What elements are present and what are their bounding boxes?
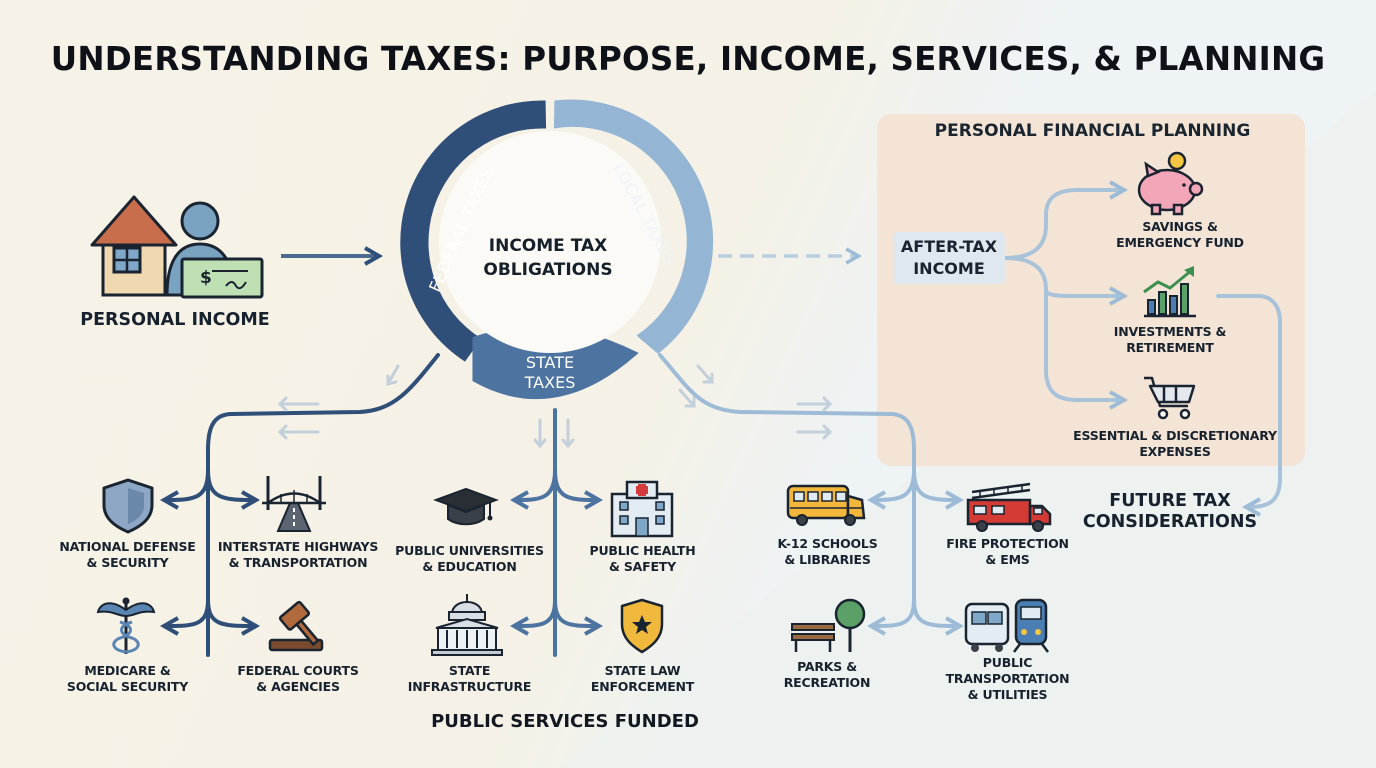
personal-income-label: PERSONAL INCOME — [80, 310, 270, 330]
k12-schools-label: K-12 SCHOOLS& LIBRARIES — [777, 536, 878, 567]
hospital-icon — [610, 480, 674, 538]
national-defense-label: NATIONAL DEFENSE& SECURITY — [59, 539, 196, 570]
planning-panel — [877, 114, 1305, 466]
local-segment — [553, 99, 714, 354]
piggy-bank-icon — [1137, 151, 1204, 216]
federal-courts-label: FEDERAL COURTS& AGENCIES — [237, 663, 359, 694]
investment-chart-icon — [1143, 266, 1196, 318]
capitol-icon — [431, 594, 503, 656]
medicare-label: MEDICARE &SOCIAL SECURITY — [66, 663, 189, 694]
shopping-cart-icon — [1144, 376, 1196, 420]
decorative-chevrons — [277, 364, 833, 449]
graduation-cap-icon — [433, 487, 499, 526]
public-universities-label: PUBLIC UNIVERSITIES& EDUCATION — [395, 543, 544, 574]
state-tree — [509, 408, 604, 657]
federal-segment — [400, 100, 547, 362]
investments-label: INVESTMENTS &RETIREMENT — [1113, 324, 1227, 355]
interstate-highways-label: INTERSTATE HIGHWAYS& TRANSPORTATION — [217, 539, 379, 570]
bridge-highway-icon — [262, 476, 326, 532]
planning-tree — [1003, 180, 1282, 517]
page-title: UNDERSTANDING TAXES: PURPOSE, INCOME, SE… — [50, 40, 1326, 78]
federal-tree — [159, 353, 440, 657]
local-tree — [658, 353, 965, 636]
state-taxes-label: STATE TAXES — [524, 353, 576, 392]
school-bus-icon — [786, 484, 866, 526]
police-badge-icon — [620, 598, 664, 654]
caduceus-icon — [96, 597, 156, 654]
savings-label: SAVINGS &EMERGENCY FUND — [1116, 219, 1244, 250]
gavel-icon — [268, 600, 324, 652]
bus-train-icon — [964, 598, 1049, 653]
after-tax-income-box: AFTER-TAX INCOME — [893, 232, 1005, 284]
ring-center-label: INCOME TAX OBLIGATIONS — [483, 236, 613, 280]
tax-ring — [400, 99, 714, 400]
fire-truck-icon — [966, 482, 1052, 532]
svg-text:$: $ — [200, 268, 212, 288]
shield-icon — [102, 478, 154, 534]
parks-label: PARKS &RECREATION — [783, 659, 871, 690]
planning-panel-title: PERSONAL FINANCIAL PLANNING — [934, 121, 1251, 141]
fire-protection-label: FIRE PROTECTION& EMS — [946, 536, 1069, 567]
public-health-label: PUBLIC HEALTH& SAFETY — [589, 543, 696, 574]
park-bench-tree-icon — [791, 598, 866, 652]
public-services-funded-label: PUBLIC SERVICES FUNDED — [431, 711, 699, 732]
house-person-icon: $ — [90, 195, 264, 299]
